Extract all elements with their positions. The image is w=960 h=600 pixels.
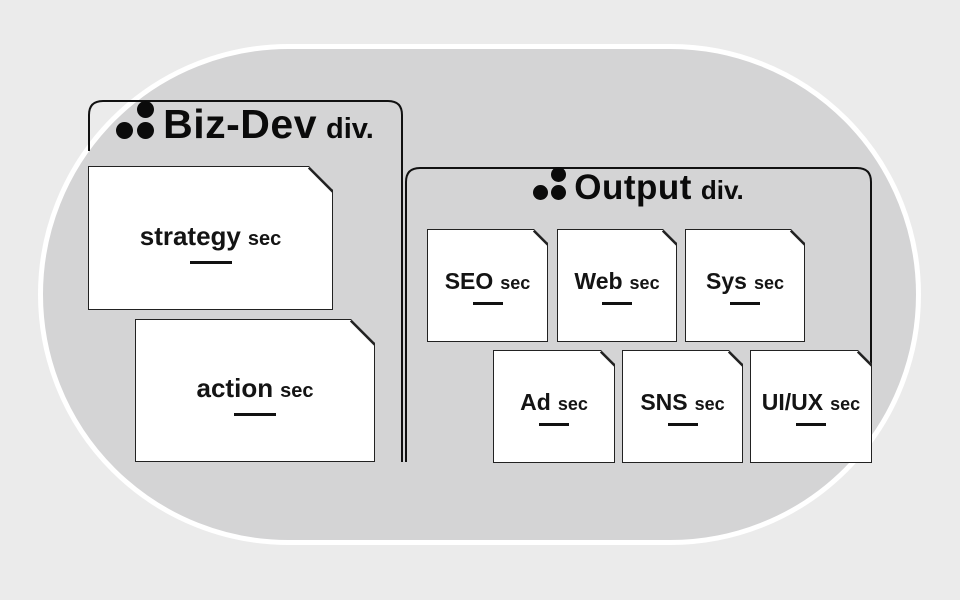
underline-dash xyxy=(668,423,698,426)
section-box-uiux[interactable]: UI/UX sec xyxy=(750,350,872,463)
section-name: action xyxy=(196,373,274,403)
bizdev-division-outline xyxy=(88,100,403,462)
output-division-header: Output div. xyxy=(406,166,871,224)
underline-dash xyxy=(602,302,632,305)
three-dots-icon xyxy=(533,167,567,200)
section-suffix: sec xyxy=(247,227,282,250)
section-name: strategy xyxy=(139,220,241,251)
section-suffix: sec xyxy=(629,273,660,294)
division-suffix: div. xyxy=(326,113,374,145)
underline-dash xyxy=(473,302,503,305)
section-name: SNS xyxy=(640,389,688,416)
section-label: Web sec xyxy=(574,268,659,295)
section-label: Ad sec xyxy=(520,389,588,416)
bizdev-division-header: Biz-Dev div. xyxy=(88,100,402,162)
section-suffix: sec xyxy=(280,380,314,402)
division-suffix: div. xyxy=(700,175,744,205)
underline-dash xyxy=(190,261,232,264)
underline-dash xyxy=(730,302,760,305)
section-box-web[interactable]: Web sec xyxy=(557,229,677,342)
section-label: strategy sec xyxy=(140,221,282,252)
section-label: action sec xyxy=(197,373,314,404)
section-suffix: sec xyxy=(694,394,725,415)
section-suffix: sec xyxy=(557,394,588,415)
section-suffix: sec xyxy=(753,273,784,294)
section-box-sys[interactable]: Sys sec xyxy=(685,229,805,342)
section-name: Ad xyxy=(520,389,551,416)
division-title: Biz-Dev xyxy=(163,101,318,147)
section-label: SNS sec xyxy=(640,389,724,416)
section-name: Sys xyxy=(706,268,747,295)
section-box-action[interactable]: action sec xyxy=(135,319,375,462)
section-box-sns[interactable]: SNS sec xyxy=(622,350,743,463)
section-name: Web xyxy=(574,268,623,295)
section-suffix: sec xyxy=(500,273,531,294)
underline-dash xyxy=(796,423,826,426)
section-name: SEO xyxy=(444,268,494,295)
output-division-outline xyxy=(405,167,872,462)
section-suffix: sec xyxy=(830,394,861,415)
section-box-seo[interactable]: SEO sec xyxy=(427,229,548,342)
underline-dash xyxy=(234,413,276,416)
section-label: SEO sec xyxy=(445,268,531,295)
section-box-strategy[interactable]: strategy sec xyxy=(88,166,333,310)
section-label: Sys sec xyxy=(706,268,784,295)
three-dots-icon xyxy=(116,101,155,139)
division-title: Output xyxy=(574,168,692,207)
section-label: UI/UX sec xyxy=(762,389,860,416)
section-name: UI/UX xyxy=(761,389,824,416)
underline-dash xyxy=(539,423,569,426)
section-box-ad[interactable]: Ad sec xyxy=(493,350,615,463)
